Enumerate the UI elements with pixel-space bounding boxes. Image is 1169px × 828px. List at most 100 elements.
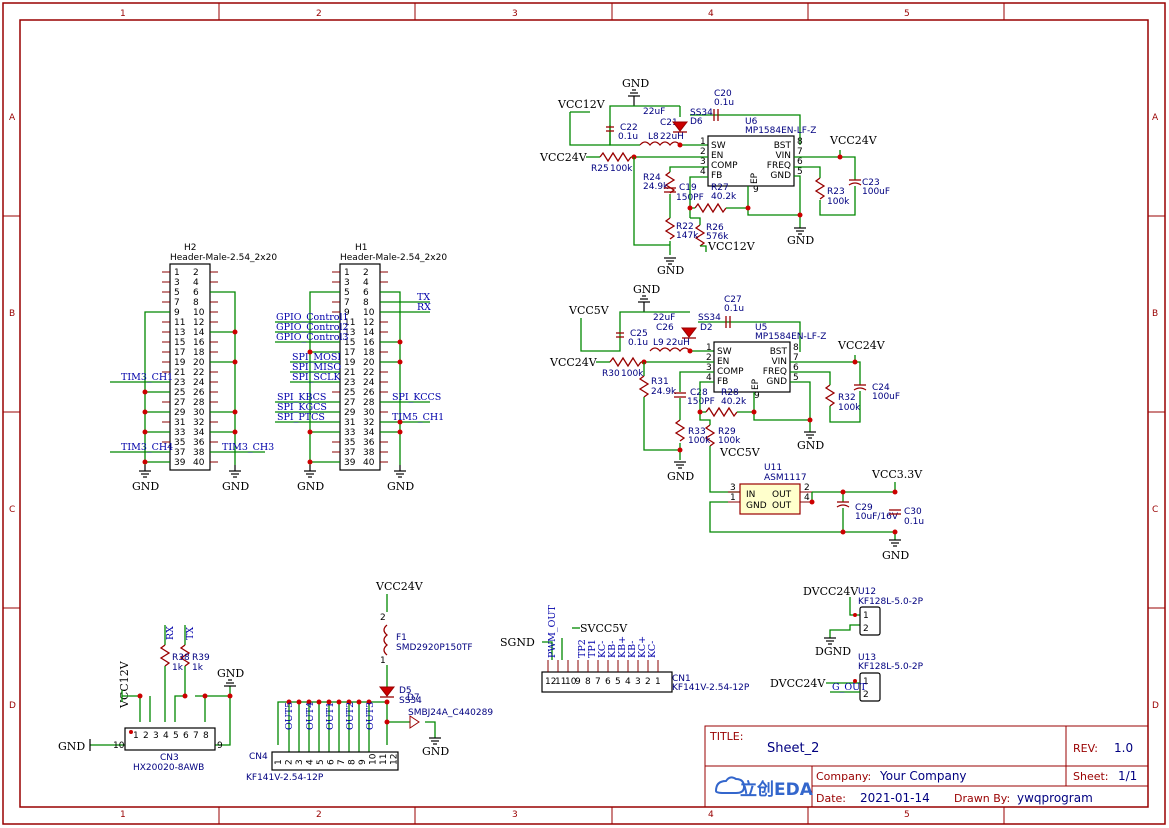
net-gpio2: GPIO_Control2 <box>276 322 349 333</box>
h2-pins-pin-num: 21 <box>174 368 185 378</box>
c20-ref: C20 <box>714 89 732 99</box>
d5-ref: D5 <box>399 686 412 696</box>
h1-value: Header-Male-2.54_2x20 <box>340 253 447 263</box>
h1-pins-pin-num: 36 <box>363 438 375 448</box>
u5-pins-ep-num: 9 <box>754 391 760 401</box>
vcc33: VCC3.3V <box>871 468 923 481</box>
cn4-junction <box>316 699 322 705</box>
u11-value: ASM1117 <box>764 473 807 483</box>
zone-col-3-b: 3 <box>512 810 518 820</box>
r27-ref: R27 <box>711 183 729 193</box>
cn4-junction <box>366 699 372 705</box>
cn4-junction <box>346 699 352 705</box>
vcc5-u5: VCC5V <box>568 304 610 317</box>
cn4-pin-num: 6 <box>327 759 337 765</box>
u5-pins-pin-label: GND <box>766 377 787 387</box>
zone-row-d: D <box>9 701 16 711</box>
cn1-pin-num: 4 <box>625 677 631 687</box>
zone-row-c: C <box>9 505 15 515</box>
tb-sheet-label: Sheet: <box>1073 770 1109 783</box>
h1-pins-pin-num: 16 <box>363 338 375 348</box>
tb-title-label: TITLE: <box>709 730 743 743</box>
cn1-net-label: KB+ <box>617 636 628 658</box>
net-tim3-ch1: TIM3_CH1 <box>121 372 173 383</box>
cn1-net-label: KC+ <box>637 636 648 658</box>
cn3-p9: 9 <box>217 741 223 751</box>
cn1-net-label: KB- <box>627 641 638 658</box>
l8-ref: L8 <box>648 132 659 142</box>
u6-pins-pin-num: 2 <box>700 147 706 157</box>
gnd-u11: GND <box>882 549 909 562</box>
cn3-p10: 10 <box>113 741 125 751</box>
h1-pins-pin-num: 6 <box>363 288 369 298</box>
cn3-pin-num: 3 <box>153 731 159 741</box>
h1-pins-pin-num: 17 <box>344 348 355 358</box>
zone-row-d-r: D <box>1152 701 1159 711</box>
zone-row-c-r: C <box>1152 505 1158 515</box>
cn4-pin-num: 2 <box>285 759 295 765</box>
h1-pins-pin-num: 3 <box>344 278 350 288</box>
net-miso: SPI_MISO <box>292 362 341 373</box>
cn1-net-label: KB- <box>607 641 618 658</box>
dgnd: DGND <box>815 645 851 658</box>
zone-col-4: 4 <box>708 9 714 19</box>
u5-pins-pin-num: 5 <box>793 373 799 383</box>
h1-pins-pin-num: 39 <box>344 458 356 468</box>
h1-pins-pin-num: 30 <box>363 408 375 418</box>
r29-val: 100k <box>718 436 741 446</box>
cn1-pin-num: 7 <box>595 677 601 687</box>
net-tx: TX <box>417 292 430 303</box>
u5-pins-pin-label: VIN <box>771 357 787 367</box>
r26-val: 576k <box>706 232 729 242</box>
cn1-pin-num: 8 <box>585 677 591 687</box>
cn3-pin-num: 5 <box>173 731 179 741</box>
u6-pins-pin-label: FREQ <box>767 161 791 171</box>
u5-pins-pin-num: 6 <box>793 363 799 373</box>
h1-pins-pin-num: 13 <box>344 328 355 338</box>
zone-col-4-b: 4 <box>708 810 714 820</box>
d7-val: SMBJ24A_C440289 <box>408 708 493 718</box>
h1-pins-pin-num: 12 <box>363 318 374 328</box>
net-mosi: SPI_MOSI <box>292 352 341 363</box>
h2-pins-pin-num: 31 <box>174 418 185 428</box>
u6-pins-pin-label: EN <box>711 151 723 161</box>
net-tim3-ch3: TIM3_CH3 <box>222 442 274 453</box>
cn4-pin-num: 10 <box>369 753 379 765</box>
zone-row-a: A <box>9 113 16 123</box>
r31-ref: R31 <box>651 377 669 387</box>
cn1-net-label: PWM_OUT <box>547 605 558 658</box>
cn4-junction <box>356 699 362 705</box>
cn4-pin-num: 4 <box>306 759 316 765</box>
h1-pins-pin-num: 31 <box>344 418 355 428</box>
cn4-pin-num: 8 <box>348 759 358 765</box>
r23-val: 100k <box>827 197 850 207</box>
u11-out1: OUT <box>772 490 792 500</box>
cn4-junction <box>306 699 312 705</box>
vcc5-fb: VCC5V <box>719 446 761 459</box>
zone-col-1-b: 1 <box>120 810 126 820</box>
h1-pins-pin-num: 9 <box>344 308 350 318</box>
tb-drawn-label: Drawn By: <box>954 792 1010 805</box>
cn1-pin-num: 10 <box>565 677 577 687</box>
h2-pins-pin-num: 20 <box>193 358 205 368</box>
terminals-u12-u13: DVCC24V U12 KF128L-5.0-2P 1 2 DGND U13 K… <box>770 585 924 702</box>
gnd-u5-bottom: GND <box>667 470 694 483</box>
h2-pins-pin-num: 35 <box>174 438 185 448</box>
cn1-pin-num: 3 <box>635 677 641 687</box>
lceda-logo-icon: 立创EDA <box>714 776 814 800</box>
buck-u5: GND VCC5V C27 0.1u 22uF C26 SS34 D2 C25 … <box>549 283 900 493</box>
cn4-value: KF141V-2.54-12P <box>246 773 324 783</box>
r32-val: 100k <box>838 403 861 413</box>
h1-pins-pin-num: 7 <box>344 298 350 308</box>
h2-ref: H2 <box>184 243 197 253</box>
d2-ref: D2 <box>700 323 713 333</box>
u13-value: KF128L-5.0-2P <box>858 662 924 672</box>
cn1-body <box>541 671 673 693</box>
u11-n3: 3 <box>730 483 736 493</box>
h2-pins-pin-num: 18 <box>193 348 205 358</box>
r39-val: 1k <box>192 663 204 673</box>
u13-body <box>859 672 881 702</box>
r24-ref: R24 <box>643 173 661 183</box>
u6-pins-pin-num: 1 <box>700 137 706 147</box>
